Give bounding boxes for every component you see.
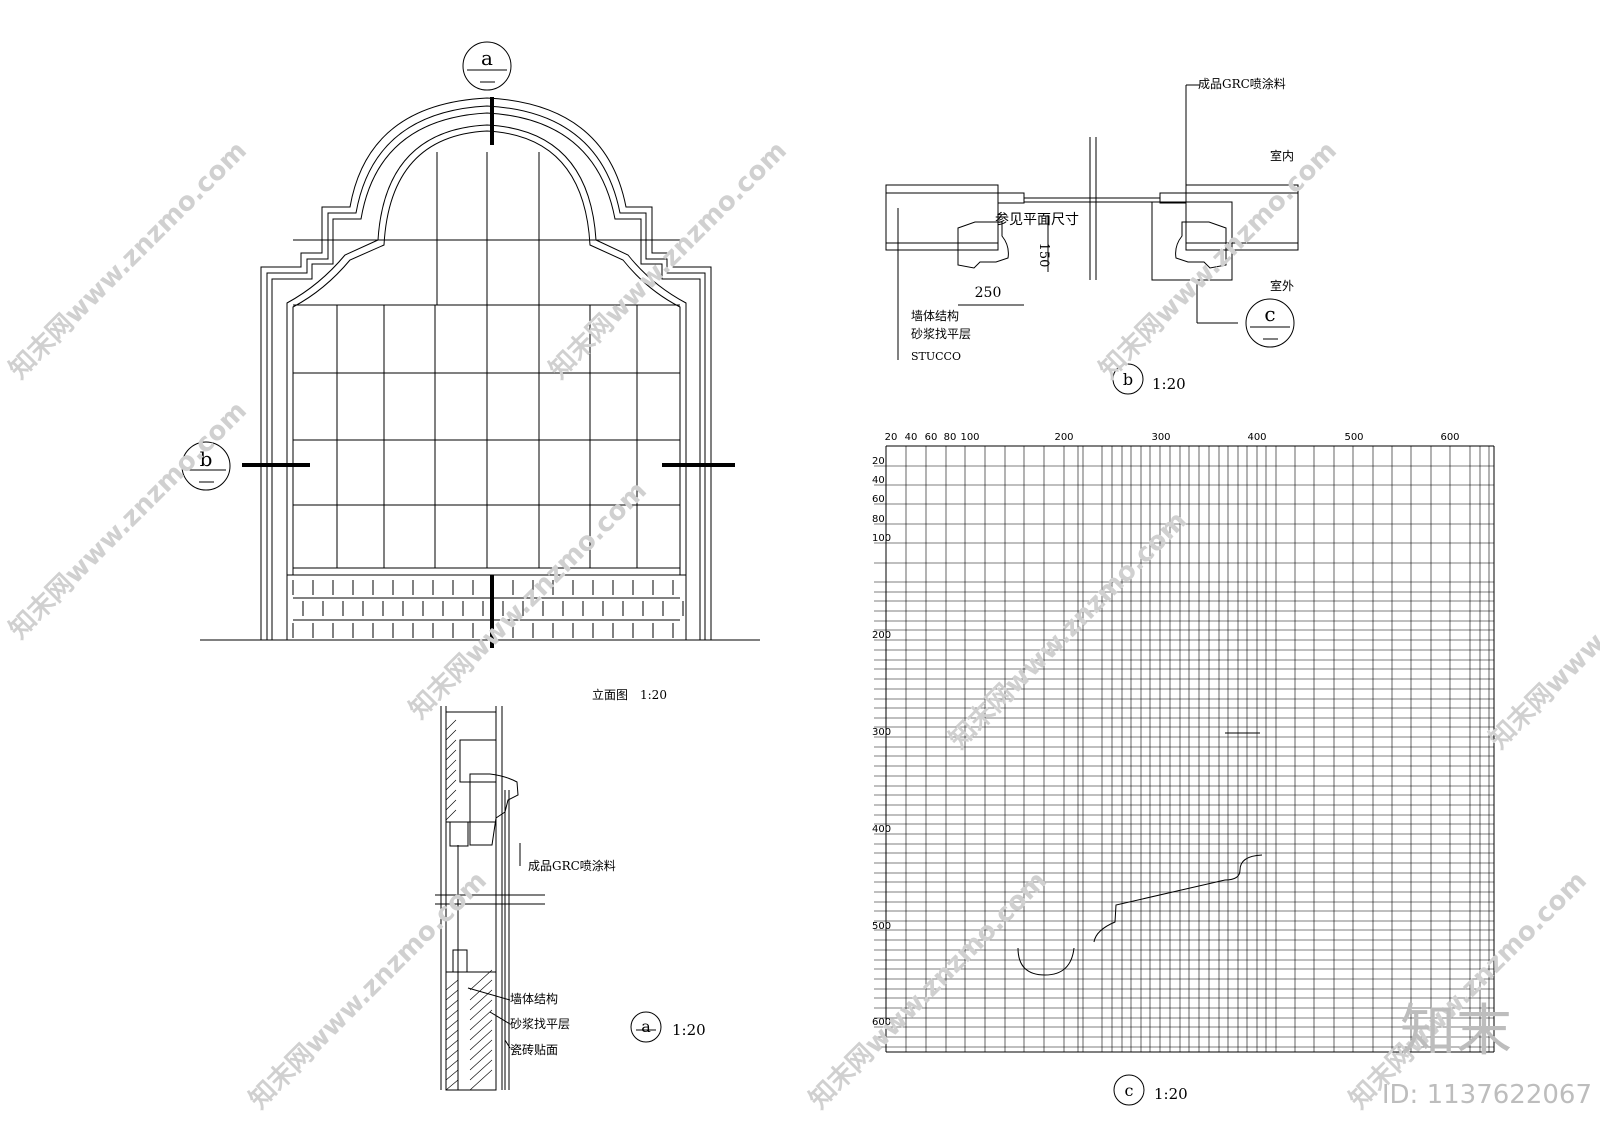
profile-c-grid: [874, 445, 1495, 1053]
elevation-caption: 立面图: [592, 687, 628, 702]
profile-x-tick-label: 400: [1247, 432, 1266, 443]
section-a-label-wall: 墙体结构: [510, 991, 558, 1006]
profile-x-tick-label: 200: [1054, 432, 1073, 443]
elevation-marker-b: b: [200, 447, 213, 471]
section-b-dim-note: 参见平面尺寸: [995, 211, 1079, 228]
profile-y-tick-label: 300: [872, 727, 891, 738]
profile-y-tick-label: 100: [872, 533, 891, 544]
watermark-text: 知末网www.znzmo.com: [1484, 506, 1600, 755]
section-b-dim-250: 250: [975, 285, 1002, 301]
profile-x-tick-label: 60: [925, 432, 938, 443]
section-b-label-grc: 成品GRC喷涂料: [1198, 76, 1286, 91]
watermark-layer: 知末网www.znzmo.com 知末网www.znzmo.com 知末网www…: [4, 136, 1600, 1115]
section-a-label-tile: 瓷砖贴面: [510, 1042, 558, 1057]
profile-y-tick-label: 200: [872, 630, 891, 641]
section-b-scale: 1:20: [1152, 375, 1186, 393]
watermark-text: 知末网www.znzmo.com: [1094, 136, 1343, 385]
profile-y-tick-label: 500: [872, 921, 891, 932]
profile-x-tick-label: 300: [1151, 432, 1170, 443]
section-b-label-wall: 墙体结构: [911, 308, 959, 323]
watermark-text: 知末网www.znzmo.com: [544, 136, 793, 385]
section-a-marker: a: [641, 1017, 651, 1036]
section-b-label-stucco: STUCCO: [911, 350, 961, 363]
profile-x-tick-label: 40: [905, 432, 918, 443]
section-b-dim-150: 150: [1036, 243, 1051, 268]
watermark-text: 知末网www.znzmo.com: [4, 396, 253, 645]
profile-x-tick-label: 100: [960, 432, 979, 443]
profile-y-tick-label: 40: [872, 475, 885, 486]
section-b-detail: [885, 84, 1299, 395]
section-a-scale: 1:20: [672, 1021, 706, 1039]
section-b-ref-marker: c: [1264, 302, 1275, 326]
profile-y-tick-label: 400: [872, 824, 891, 835]
profile-c-marker: c: [1125, 1081, 1134, 1100]
profile-x-tick-label: 500: [1344, 432, 1363, 443]
section-a-label-mortar: 砂浆找平层: [510, 1016, 570, 1031]
section-b-label-interior: 室内: [1270, 148, 1294, 163]
profile-y-tick-label: 60: [872, 494, 885, 505]
section-a-label-grc: 成品GRC喷涂料: [528, 858, 616, 873]
profile-y-tick-label: 600: [872, 1017, 891, 1028]
elevation-marker-a: a: [481, 46, 493, 70]
section-b-label-mortar: 砂浆找平层: [911, 326, 971, 341]
watermark-text: 知末网www.znzmo.com: [4, 136, 253, 385]
profile-x-tick-label: 600: [1440, 432, 1459, 443]
profile-c-curve: [1017, 732, 1263, 1106]
watermark-id: ID: 1137622067: [1382, 1080, 1592, 1110]
watermark-logo: 知末: [1400, 999, 1512, 1064]
profile-x-tick-label: 20: [885, 432, 898, 443]
window-elevation: [181, 41, 760, 648]
elevation-scale: 1:20: [640, 688, 667, 702]
section-b-label-exterior: 室外: [1270, 278, 1294, 293]
section-b-marker: b: [1123, 370, 1133, 389]
watermark-text: 知末网www.znzmo.com: [1344, 866, 1593, 1115]
profile-y-tick-label: 20: [872, 456, 885, 467]
profile-c-scale: 1:20: [1154, 1085, 1188, 1103]
watermark-text: 知末网www.znzmo.com: [244, 866, 493, 1115]
watermark-text: 知末网www.znzmo.com: [804, 866, 1053, 1115]
profile-y-tick-label: 80: [872, 514, 885, 525]
profile-x-tick-label: 80: [944, 432, 957, 443]
